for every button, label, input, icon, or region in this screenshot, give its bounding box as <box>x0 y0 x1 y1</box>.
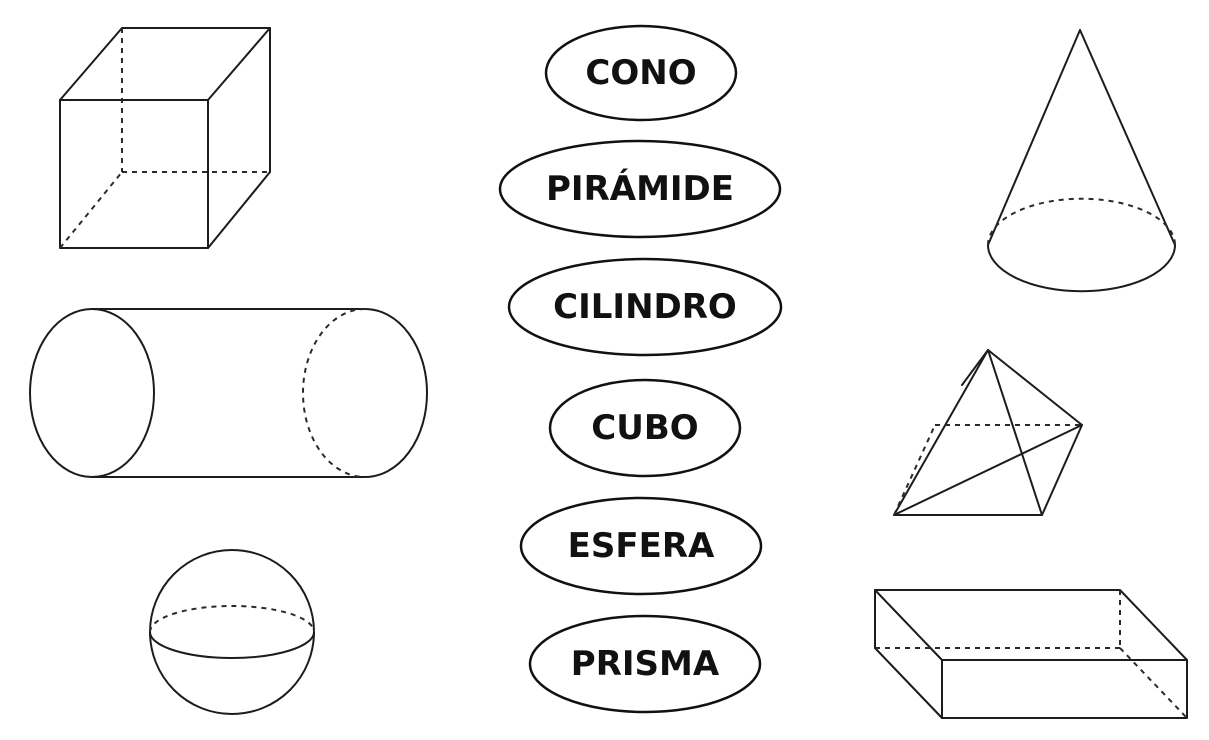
label-cubo-text: CUBO <box>591 408 698 448</box>
label-piramide[interactable]: PIRÁMIDE <box>498 139 782 239</box>
label-cono-text: CONO <box>585 53 696 93</box>
label-cilindro-text: CILINDRO <box>553 287 737 327</box>
label-cilindro[interactable]: CILINDRO <box>507 257 783 357</box>
cube-figure <box>59 27 271 249</box>
pyramid-figure <box>893 349 1083 516</box>
label-prisma-text: PRISMA <box>571 644 720 684</box>
label-esfera[interactable]: ESFERA <box>519 496 763 596</box>
sphere-figure <box>149 549 315 715</box>
label-esfera-text: ESFERA <box>568 526 715 566</box>
label-prisma[interactable]: PRISMA <box>528 614 762 714</box>
label-piramide-text: PIRÁMIDE <box>546 168 734 209</box>
cone-figure <box>987 29 1176 293</box>
label-cubo[interactable]: CUBO <box>548 378 742 478</box>
rectangular-prism-figure <box>874 589 1188 719</box>
label-cono[interactable]: CONO <box>544 24 738 122</box>
cylinder-figure <box>29 308 428 478</box>
